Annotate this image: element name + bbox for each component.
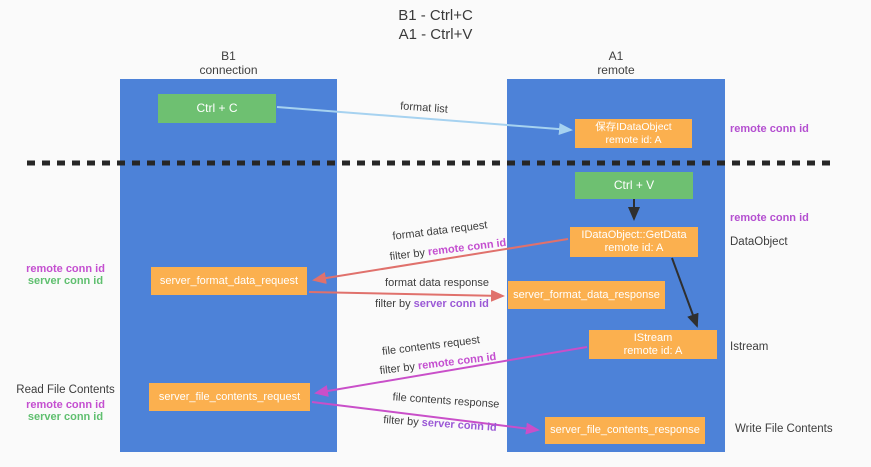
- format-data-request-label: format data request: [391, 219, 489, 243]
- ctrl-v-node: Ctrl + V: [575, 172, 693, 199]
- server-format-data-response-node: server_format_data_response: [508, 281, 665, 309]
- save-idataobject-line1: 保存IDataObject: [595, 120, 672, 133]
- filter-by-prefix: filter by: [389, 246, 429, 264]
- filter-by-prefix: filter by: [379, 360, 419, 378]
- save-idataobject-line2: remote id: A: [605, 133, 662, 146]
- left-remote-conn-id-1: remote conn id: [26, 263, 105, 275]
- title-line-2: A1 - Ctrl+V: [398, 26, 473, 43]
- server-conn-id-highlight: server conn id: [413, 298, 489, 310]
- left-server-conn-id-2: server conn id: [27, 411, 104, 423]
- format-data-response-filter-label: filter by server conn id: [375, 298, 489, 310]
- format-data-response-arrow: [308, 289, 505, 302]
- server-file-contents-response-node: server_file_contents_response: [545, 417, 705, 444]
- server-format-data-response-label: server_format_data_response: [513, 288, 660, 301]
- left-remote-conn-id-2: remote conn id: [26, 399, 105, 411]
- title-line-1: B1 - Ctrl+C: [398, 7, 473, 24]
- left-conn-id-legend-2: Read File Contents remote conn id server…: [8, 384, 123, 423]
- ctrl-c-label: Ctrl + C: [196, 101, 238, 115]
- getdata-line1: IDataObject::GetData: [581, 229, 687, 241]
- server-file-contents-request-label: server_file_contents_request: [158, 390, 301, 403]
- left-conn-id-legend-1: remote conn id server conn id: [8, 263, 123, 287]
- server-conn-id-highlight: server conn id: [421, 416, 498, 434]
- lane-b1-name: B1: [221, 49, 236, 63]
- server-file-contents-request-node: server_file_contents_request: [149, 383, 310, 411]
- lane-header-a1: A1 remote: [507, 49, 725, 77]
- filter-by-prefix: filter by: [382, 414, 423, 429]
- istream-node: IStream remote id: A: [589, 330, 717, 359]
- filter-by-prefix: filter by: [375, 298, 414, 310]
- lane-header-b1: B1 connection: [120, 49, 337, 77]
- ctrl-v-label: Ctrl + V: [613, 178, 655, 192]
- server-format-data-request-node: server_format_data_request: [151, 267, 307, 295]
- file-contents-response-label: file contents response: [392, 391, 500, 411]
- lane-a1-role: remote: [597, 63, 635, 77]
- ctrl-c-node: Ctrl + C: [158, 94, 276, 123]
- right-remote-conn-id-1: remote conn id: [730, 123, 809, 135]
- istream-annotation: Istream: [730, 341, 769, 353]
- lane-a1-name: A1: [608, 49, 624, 63]
- left-server-conn-id-1: server conn id: [27, 275, 104, 287]
- istream-line1: IStream: [633, 331, 673, 344]
- istream-line2: remote id: A: [623, 344, 683, 357]
- file-contents-response-filter-label: filter by server conn id: [383, 414, 497, 434]
- save-idataobject-node: 保存IDataObject remote id: A: [575, 119, 692, 148]
- write-file-contents-annotation: Write File Contents: [735, 423, 833, 435]
- dataobject-annotation: DataObject: [730, 236, 788, 248]
- format-data-response-label: format data response: [385, 277, 489, 289]
- getdata-line2: remote id: A: [604, 242, 664, 254]
- lane-b1-role: connection: [199, 63, 258, 77]
- right-remote-conn-id-2: remote conn id: [730, 212, 809, 224]
- server-file-contents-response-label: server_file_contents_response: [550, 424, 700, 436]
- server-format-data-request-label: server_format_data_request: [159, 274, 299, 287]
- idataobject-getdata-node: IDataObject::GetData remote id: A: [570, 227, 698, 257]
- diagram-title: B1 - Ctrl+C A1 - Ctrl+V: [0, 6, 871, 44]
- remote-conn-id-highlight: remote conn id: [417, 350, 497, 373]
- read-file-contents-annotation: Read File Contents: [16, 384, 115, 396]
- format-list-label: format list: [399, 100, 449, 116]
- remote-conn-id-highlight: remote conn id: [427, 236, 507, 259]
